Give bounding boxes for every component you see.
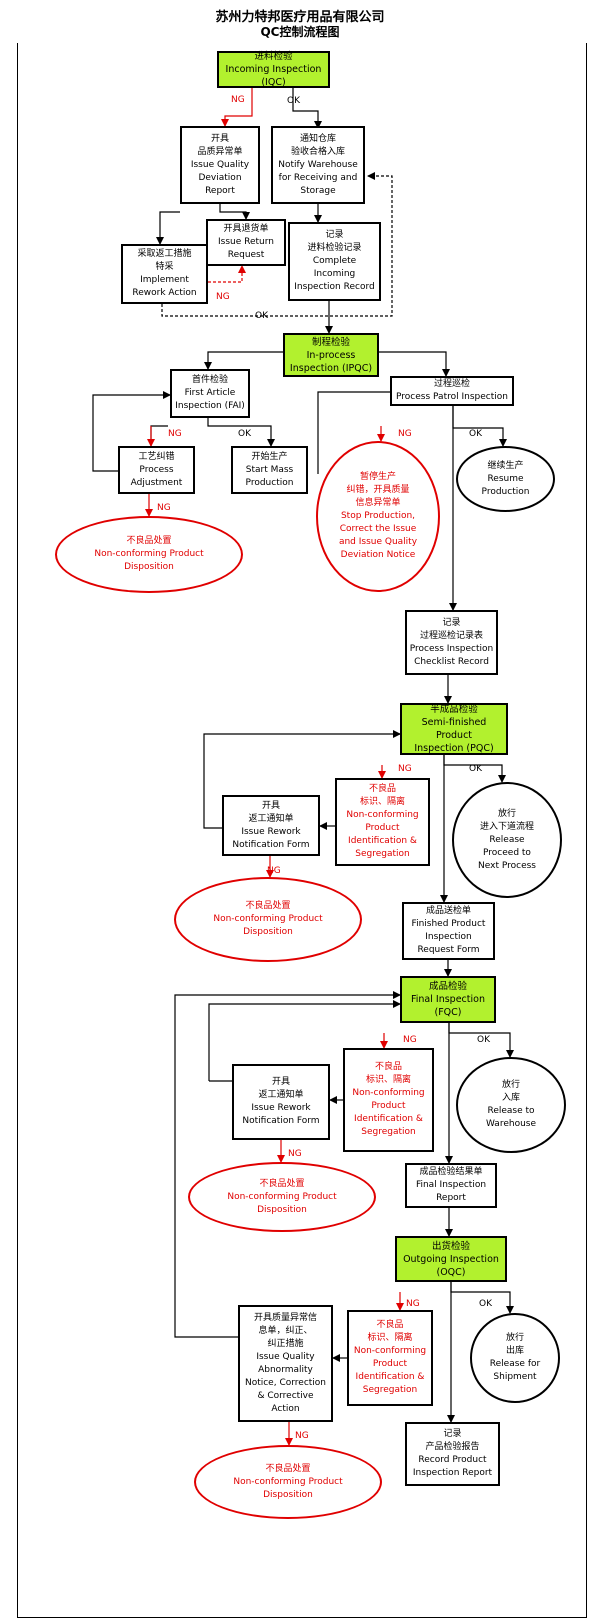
ng-label: NG xyxy=(295,1431,309,1441)
ok-label: OK xyxy=(255,311,268,321)
ng-label: NG xyxy=(288,1149,302,1159)
chart-title: QC控制流程图 xyxy=(260,25,340,39)
page-frame xyxy=(17,43,587,1618)
ok-label: OK xyxy=(477,1035,490,1045)
ng-label: NG xyxy=(267,866,281,876)
ng-label: NG xyxy=(406,1299,420,1309)
company-name: 苏州力特邦医疗用品有限公司 xyxy=(215,10,385,25)
ng-label: NG xyxy=(157,503,171,513)
ok-label: OK xyxy=(469,429,482,439)
ng-label: NG xyxy=(398,429,412,439)
ng-label: NG xyxy=(216,292,230,302)
ok-label: OK xyxy=(479,1299,492,1309)
ng-label: NG xyxy=(403,1035,417,1045)
ng-label: NG xyxy=(231,95,245,105)
ok-label: OK xyxy=(469,764,482,774)
ok-label: OK xyxy=(287,96,300,106)
ok-label: OK xyxy=(238,429,251,439)
ng-label: NG xyxy=(168,429,182,439)
ng-label: NG xyxy=(398,764,412,774)
